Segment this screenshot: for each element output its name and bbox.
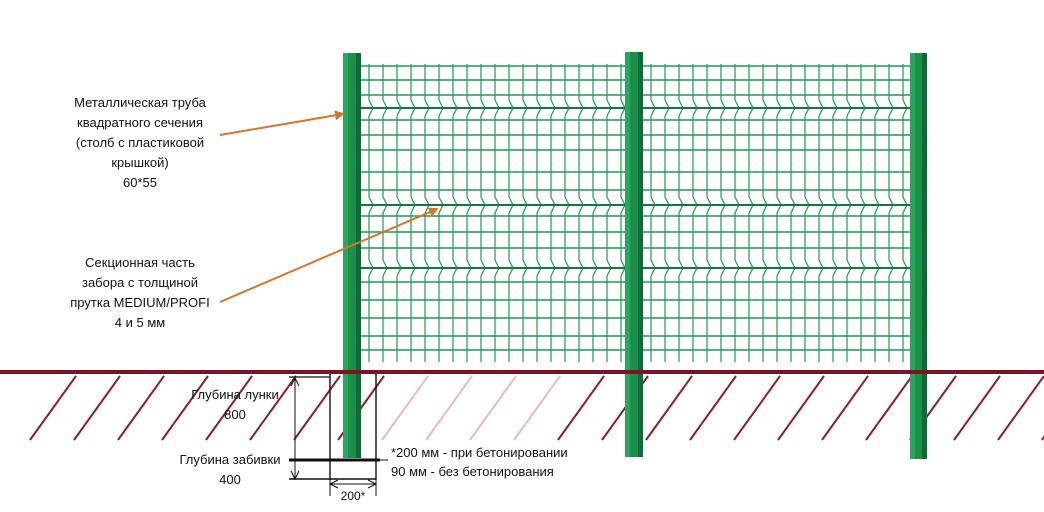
hole-depth-label: Глубина лунки 800 (191, 387, 279, 422)
section-label: Секционная часть забора с толщиной прутк… (70, 255, 210, 330)
hole-width-label: 200* (340, 489, 366, 503)
fence-posts (343, 52, 927, 459)
drive-depth-label: Глубина забивки 400 (179, 452, 281, 487)
callout-arrows (219, 110, 439, 303)
concrete-note: *200 мм - при бетонировании 90 мм - без … (391, 445, 568, 479)
section-callout-arrow (219, 207, 439, 303)
dimension-lines (289, 376, 388, 496)
ground-line (0, 370, 1044, 374)
post-callout-arrow (219, 110, 345, 136)
post-hole (329, 374, 377, 480)
mesh-sections (361, 64, 910, 362)
post-label: Металлическая труба квадратного сечения … (74, 95, 206, 190)
